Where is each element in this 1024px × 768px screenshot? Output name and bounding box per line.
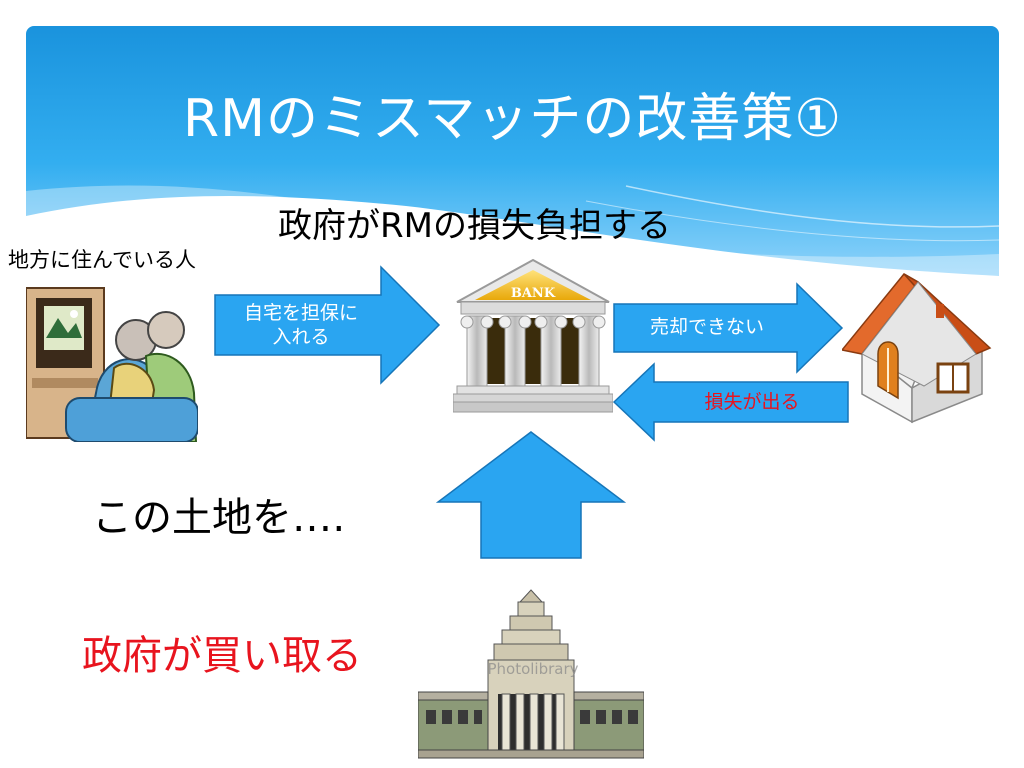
arrow-cannot-sell: 売却できない (612, 282, 844, 378)
header-banner: RMのミスマッチの改善策① (26, 26, 999, 276)
watermark-text: Photolibrary (487, 660, 578, 678)
resident-label: 地方に住んでいる人 (8, 248, 196, 272)
arrow-loss: 損失が出る (612, 362, 850, 446)
house-icon (840, 268, 992, 428)
bank-icon: BANK (452, 258, 614, 420)
arrow-mortgage-line1: 自宅を担保に (243, 302, 358, 324)
bank-sign: BANK (511, 286, 556, 301)
arrow-mortgage: 自宅を担保に 入れる (213, 265, 441, 389)
diet-building-icon: Photolibrary (417, 588, 645, 764)
elderly-couple-tv-icon (25, 278, 199, 446)
arrow-mortgage-label: 自宅を担保に 入れる (221, 301, 381, 349)
land-text: この土地を‥‥ (92, 495, 346, 541)
arrow-loss-label: 損失が出る (704, 391, 800, 413)
header-wave-background (26, 26, 999, 276)
arrow-cannot-sell-label: 売却できない (649, 316, 764, 338)
slide-title: RMのミスマッチの改善策① (182, 89, 843, 149)
subtitle: 政府がRMの損失負担する (278, 206, 671, 246)
arrow-mortgage-line2: 入れる (272, 326, 330, 348)
government-buys-text: 政府が買い取る (82, 633, 362, 679)
arrow-up-government (435, 430, 627, 564)
